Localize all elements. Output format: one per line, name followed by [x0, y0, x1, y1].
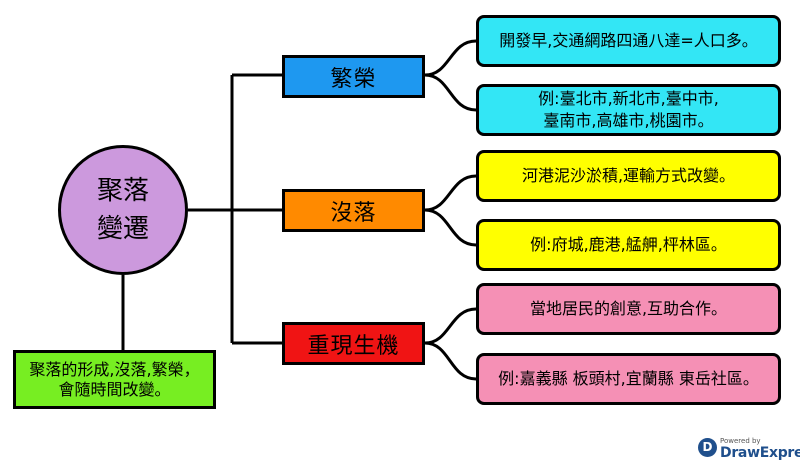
category-label: 繁榮: [330, 66, 377, 92]
leaf-node-decline-examples[interactable]: 例:府城,鹿港,艋舺,枰林區。: [476, 219, 781, 271]
powered-by-text: Powered by: [720, 437, 761, 445]
leaf-text: 例:臺北市,新北市,臺中市, 臺南市,高雄市,桃園市。: [538, 89, 719, 130]
leaf-node-prosperity-examples[interactable]: 例:臺北市,新北市,臺中市, 臺南市,高雄市,桃園市。: [476, 84, 781, 136]
category-label: 沒落: [330, 200, 377, 226]
leaf-node-revival-examples[interactable]: 例:嘉義縣 板頭村,宜蘭縣 東岳社區。: [476, 353, 781, 405]
drawexpress-logo-icon: D: [698, 438, 717, 457]
brand-name: DrawExpress: [720, 445, 800, 461]
root-node-settlement-change[interactable]: 聚落 變遷: [58, 145, 188, 275]
leaf-text: 例:嘉義縣 板頭村,宜蘭縣 東岳社區。: [498, 369, 759, 388]
category-node-decline[interactable]: 沒落: [282, 189, 425, 232]
drawexpress-branding: D Powered by DrawExpress: [698, 434, 800, 462]
leaf-node-revival-reason[interactable]: 當地居民的創意,互助合作。: [476, 283, 781, 335]
leaf-text: 開發早,交通網路四通八達=人口多。: [499, 31, 758, 50]
summary-note-text: 聚落的形成,沒落,繁榮，會隨時間改變。: [29, 359, 200, 399]
summary-note-box[interactable]: 聚落的形成,沒落,繁榮，會隨時間改變。: [13, 350, 216, 409]
category-label: 重現生機: [307, 333, 400, 359]
leaf-node-prosperity-reason[interactable]: 開發早,交通網路四通八達=人口多。: [476, 15, 781, 67]
leaf-text: 河港泥沙淤積,運輸方式改變。: [521, 166, 736, 185]
leaf-text: 例:府城,鹿港,艋舺,枰林區。: [530, 235, 727, 254]
category-node-revival[interactable]: 重現生機: [282, 322, 425, 365]
leaf-node-decline-reason[interactable]: 河港泥沙淤積,運輸方式改變。: [476, 150, 781, 202]
leaf-text: 當地居民的創意,互助合作。: [529, 299, 728, 318]
category-node-prosperity[interactable]: 繁榮: [282, 55, 425, 98]
root-node-label: 聚落 變遷: [96, 176, 149, 244]
